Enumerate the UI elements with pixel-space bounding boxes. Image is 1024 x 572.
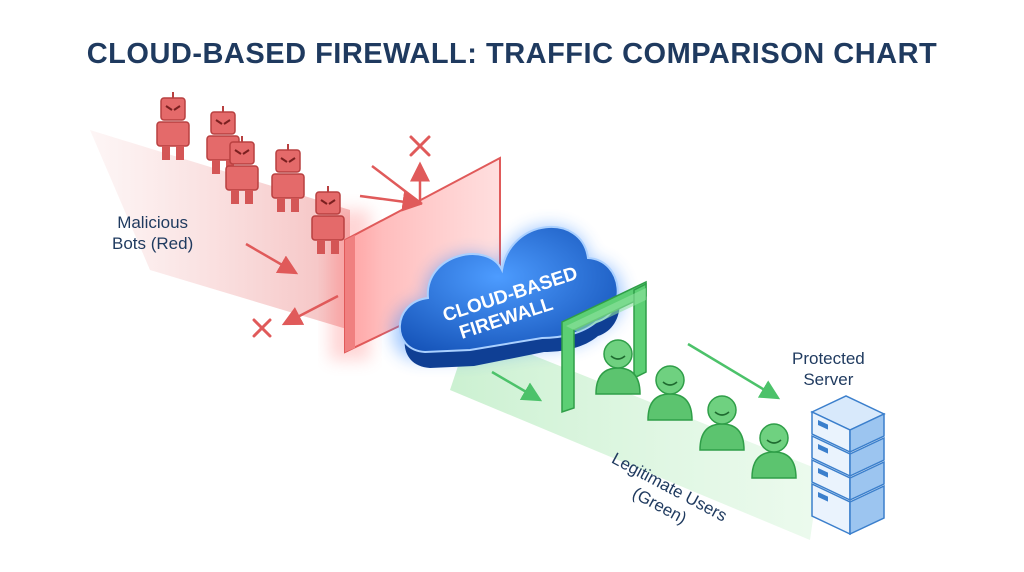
arrow-icon bbox=[359, 191, 423, 212]
arrow-icon bbox=[245, 242, 299, 275]
user-icon bbox=[699, 395, 745, 451]
robot-icon bbox=[311, 186, 345, 254]
gate-icon bbox=[561, 280, 647, 414]
malicious-traffic-beam bbox=[90, 130, 350, 330]
robot-icon bbox=[225, 136, 259, 204]
user-icon bbox=[595, 339, 641, 395]
arrow-icon bbox=[687, 342, 781, 400]
robot-icon bbox=[156, 92, 190, 160]
user-icon bbox=[751, 423, 797, 479]
block-x-icon bbox=[252, 318, 272, 338]
arrow-icon bbox=[491, 370, 543, 402]
malicious-bots-label: Malicious Bots (Red) bbox=[112, 213, 194, 253]
user-icon bbox=[647, 365, 693, 421]
arrow-icon bbox=[281, 294, 339, 326]
page-title: CLOUD-BASED FIREWALL: TRAFFIC COMPARISON… bbox=[86, 38, 938, 70]
protected-server-label: Protected Server bbox=[792, 349, 865, 389]
block-x-icon bbox=[409, 135, 431, 157]
server-icon bbox=[810, 395, 886, 536]
robot-icon bbox=[271, 144, 305, 212]
legitimate-traffic-beam bbox=[450, 330, 820, 540]
arrow-icon bbox=[371, 165, 423, 205]
